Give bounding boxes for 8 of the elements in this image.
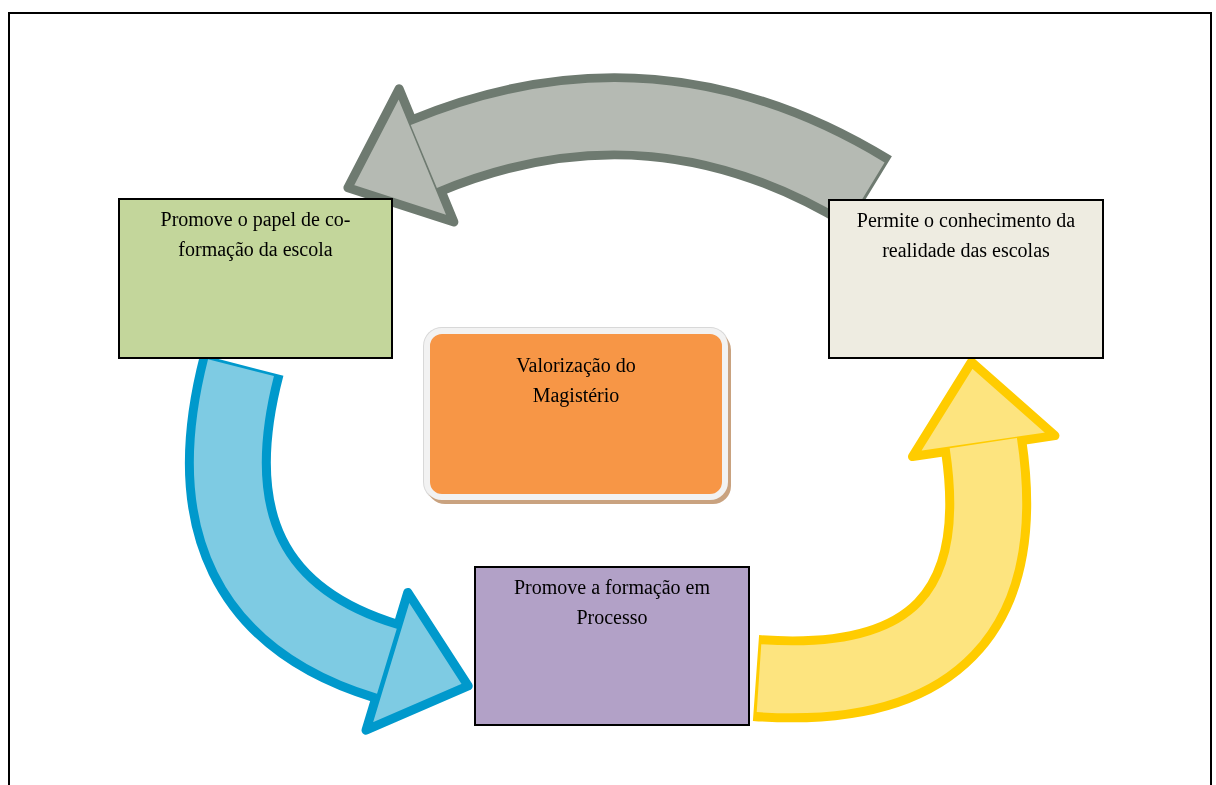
block-arrow — [754, 357, 1060, 723]
box-text: Valorização do Magistério — [515, 353, 637, 409]
text-box — [474, 566, 750, 726]
box-text: Promove a formação em Processo — [512, 575, 711, 630]
box-text: Permite o conhecimento da realidade das escolas — [855, 208, 1077, 263]
text-box — [118, 198, 393, 359]
text-box — [828, 199, 1104, 359]
box-text: Promove o papel de co-formação da escola — [159, 207, 352, 263]
